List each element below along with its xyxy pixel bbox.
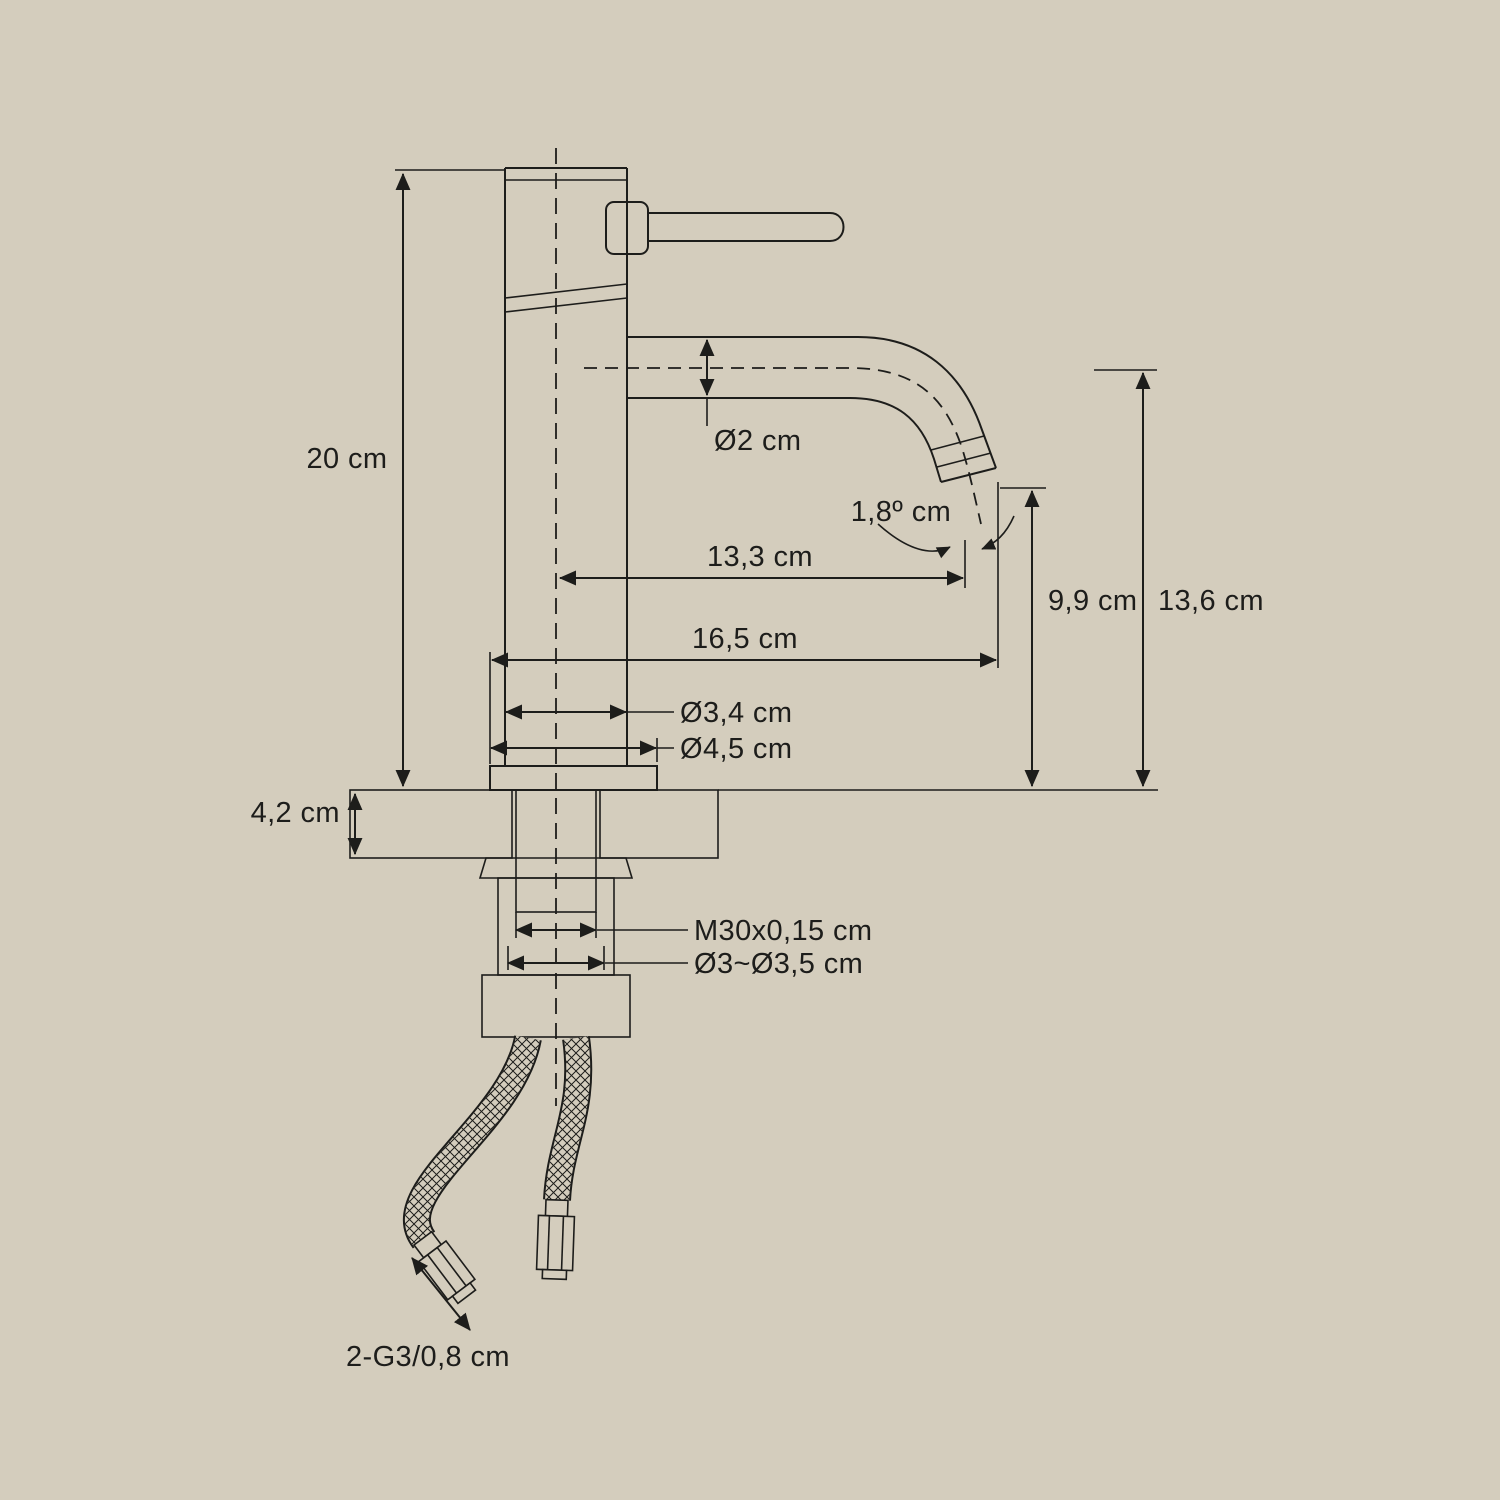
label-outlet-height: 9,9 cm [1048, 585, 1137, 617]
mounting-deck [349, 789, 1158, 859]
handle-lever [647, 212, 845, 242]
label-total-height: 20 cm [307, 443, 388, 475]
faucet-spout [627, 336, 997, 483]
dim-outlet-height: 9,9 cm [1000, 487, 1137, 788]
faucet-body [489, 167, 658, 791]
dim-deck-thickness: 4,2 cm [251, 792, 363, 856]
label-total-reach: 16,5 cm [692, 623, 798, 655]
base-flange [489, 765, 658, 791]
dim-spout-height: 13,6 cm [1094, 369, 1264, 788]
angle-arrow-left [877, 523, 951, 559]
spout-centerline [584, 367, 982, 525]
handle-joint-line [504, 283, 628, 299]
label-base-diameter: Ø4,5 cm [680, 733, 792, 765]
angle-arrow-right [981, 515, 1015, 550]
supply-hose-left [403, 1034, 542, 1249]
dim-hose-thread: 2-G3/0,8 cm [346, 1257, 510, 1373]
supply-hose-right [543, 1036, 593, 1201]
label-reach-to-outlet: 13,3 cm [707, 541, 813, 573]
dim-thread-spec: M30x0,15 cm [514, 915, 872, 947]
label-spout-diameter: Ø2 cm [714, 425, 801, 457]
label-thread-spec: M30x0,15 cm [694, 915, 872, 947]
dim-total-height: 20 cm [307, 169, 505, 788]
dim-body-diameter: Ø3,4 cm [504, 697, 792, 729]
dim-reach-to-outlet: 13,3 cm [558, 540, 966, 588]
dim-base-diameter: Ø4,5 cm [489, 733, 792, 765]
mounting-washer [478, 857, 634, 879]
hex-nut-right [535, 1214, 576, 1272]
label-body-diameter: Ø3,4 cm [680, 697, 792, 729]
label-hose-thread: 2-G3/0,8 cm [346, 1341, 510, 1373]
label-hole-diameter: Ø3~Ø3,5 cm [694, 948, 863, 980]
spout-outlet-face [940, 467, 997, 483]
hose-fitting-right [535, 1198, 576, 1281]
label-spout-height: 13,6 cm [1158, 585, 1264, 617]
label-outlet-angle: 1,8º cm [851, 496, 951, 528]
label-deck-thickness: 4,2 cm [251, 797, 340, 829]
faucet-handle [605, 201, 845, 255]
aerator-ring [936, 452, 992, 468]
dim-outlet-angle: 1,8º cm [851, 496, 1015, 559]
dim-spout-diameter: Ø2 cm [699, 338, 801, 457]
dim-hole-diameter: Ø3~Ø3,5 cm [506, 946, 863, 980]
